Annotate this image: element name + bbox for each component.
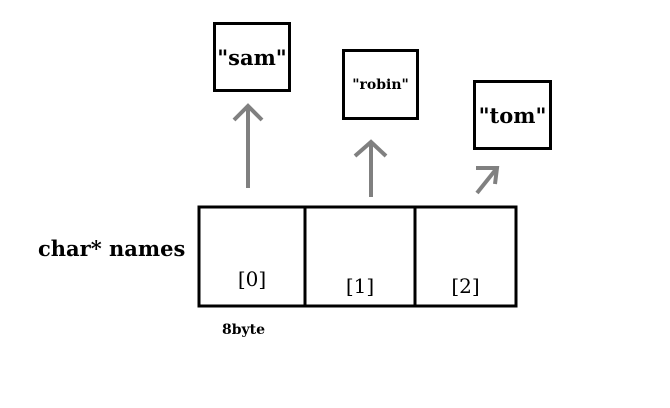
size-label: 8byte [222, 322, 266, 338]
arrow-robin [353, 139, 388, 197]
string-text: "sam" [217, 44, 287, 70]
string-text: "tom" [478, 102, 547, 128]
array-cell-1: [1] [305, 207, 415, 306]
array-cell-0: [0] [199, 207, 305, 299]
index-label: [2] [451, 274, 480, 298]
string-box-robin: "robin" [342, 49, 419, 120]
string-box-sam: "sam" [213, 22, 291, 92]
index-label: [0] [237, 267, 267, 291]
string-text: "robin" [352, 76, 409, 93]
array-cell-2: [2] [415, 207, 516, 306]
array-outline [197, 205, 518, 308]
arrow-sam [232, 103, 264, 188]
index-label: [1] [345, 274, 375, 298]
variable-label: char* names [38, 236, 186, 261]
arrow-tom [475, 166, 500, 195]
string-box-tom: "tom" [473, 80, 552, 150]
